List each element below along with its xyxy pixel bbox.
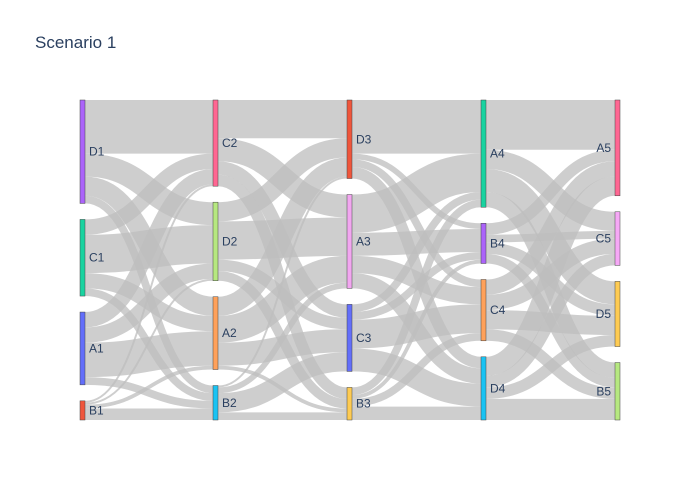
node-B5[interactable] [614, 362, 621, 421]
link-A1-D2[interactable] [84, 263, 214, 343]
node-A5[interactable] [614, 99, 621, 197]
node-C5[interactable] [614, 211, 621, 266]
node-B1[interactable] [79, 400, 86, 421]
node-C1[interactable] [79, 219, 86, 297]
sankey-nodes [79, 99, 621, 421]
node-C3[interactable] [346, 304, 353, 372]
node-D5[interactable] [614, 281, 621, 347]
link-C4-A5[interactable] [485, 161, 616, 295]
node-B2[interactable] [212, 385, 219, 421]
node-label-C5: C5 [596, 232, 612, 246]
node-label-A1: A1 [89, 341, 104, 355]
link-A2-D3[interactable] [216, 157, 349, 316]
node-B4[interactable] [480, 223, 487, 264]
node-B3[interactable] [346, 387, 353, 421]
node-label-B5: B5 [596, 384, 611, 398]
link-A1-B2[interactable] [84, 377, 214, 409]
link-A3-A4[interactable] [351, 153, 482, 233]
link-D4-C5[interactable] [485, 253, 616, 388]
chart-title: Scenario 1 [35, 33, 117, 52]
node-label-D4: D4 [490, 381, 506, 395]
link-C1-C2[interactable] [84, 153, 214, 235]
link-B3-A4[interactable] [351, 199, 482, 396]
node-label-C4: C4 [490, 303, 506, 317]
link-B3-C4[interactable] [351, 333, 482, 407]
link-A3-B4[interactable] [351, 229, 482, 256]
link-B2-C3[interactable] [217, 352, 348, 413]
link-B1-C2[interactable] [84, 184, 214, 403]
link-A1-A2[interactable] [84, 331, 214, 378]
node-label-C2: C2 [222, 136, 238, 150]
node-A4[interactable] [480, 99, 487, 208]
node-C4[interactable] [480, 279, 487, 342]
node-label-A3: A3 [356, 234, 371, 248]
node-label-D2: D2 [222, 234, 238, 248]
node-label-A2: A2 [222, 326, 237, 340]
node-label-C3: C3 [356, 331, 372, 345]
node-label-D5: D5 [596, 307, 612, 321]
sankey-links [84, 99, 617, 421]
link-A1-C2[interactable] [84, 168, 214, 328]
node-label-B1: B1 [89, 403, 104, 417]
link-A2-A3[interactable] [217, 255, 348, 343]
link-D3-D4[interactable] [351, 167, 482, 369]
node-label-B2: B2 [222, 396, 237, 410]
link-A3-C4[interactable] [351, 255, 482, 305]
node-A2[interactable] [212, 296, 219, 370]
link-B1-A2[interactable] [84, 365, 214, 409]
node-D2[interactable] [212, 201, 219, 281]
node-A1[interactable] [79, 311, 86, 386]
node-D1[interactable] [79, 99, 86, 204]
link-D4-A5[interactable] [484, 176, 617, 376]
link-B1-D2[interactable] [84, 278, 214, 405]
node-A3[interactable] [346, 194, 353, 289]
node-label-C1: C1 [89, 251, 105, 265]
link-C3-A4[interactable] [351, 191, 482, 313]
link-B3-B4[interactable] [351, 259, 482, 399]
node-D3[interactable] [346, 99, 353, 179]
link-D3-C4[interactable] [351, 159, 482, 288]
node-label-A5: A5 [596, 141, 611, 155]
node-label-D1: D1 [89, 145, 105, 159]
link-C3-D4[interactable] [351, 348, 482, 407]
link-D2-D3[interactable] [217, 138, 348, 222]
link-B4-A5[interactable] [485, 149, 616, 235]
node-label-A4: A4 [490, 147, 505, 161]
node-label-D3: D3 [356, 132, 372, 146]
link-D4-D5[interactable] [485, 335, 616, 399]
node-label-B3: B3 [356, 397, 371, 411]
node-C2[interactable] [212, 99, 219, 187]
node-label-B4: B4 [490, 236, 505, 250]
node-D4[interactable] [480, 356, 487, 421]
link-B2-A3[interactable] [217, 282, 348, 394]
link-B2-D3[interactable] [217, 176, 348, 388]
link-A2-C3[interactable] [217, 329, 348, 366]
